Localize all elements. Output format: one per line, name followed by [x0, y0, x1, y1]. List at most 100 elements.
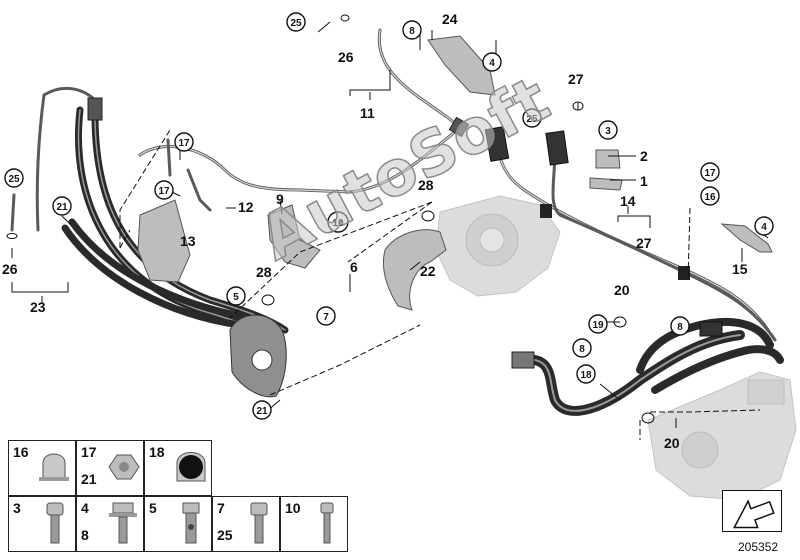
hex-nut-icon	[108, 454, 140, 480]
hex-socket-screw-icon	[250, 502, 268, 544]
legend-cell-17: 17 21	[76, 440, 144, 496]
fastener-legend: 16 17 21 18 3 4 8 5 7 25 10	[8, 440, 350, 554]
callout-16: 16	[700, 186, 720, 206]
arrow-icon	[733, 499, 775, 529]
ghost-steering-gear	[647, 371, 797, 501]
svg-text:17: 17	[704, 168, 716, 179]
legend-cell-16: 16	[8, 440, 76, 496]
document-id: 205352	[738, 540, 779, 554]
callout-21-bottom: 21	[252, 400, 272, 420]
clamp-1-2	[589, 149, 623, 191]
legend-num: 3	[13, 500, 21, 516]
label-24: 24	[442, 11, 458, 27]
callout-25-left: 25	[4, 168, 24, 188]
svg-text:18: 18	[580, 370, 592, 381]
callout-17-b: 17	[154, 180, 174, 200]
label-27a: 27	[568, 71, 584, 87]
bracket-24	[427, 35, 496, 96]
svg-text:10: 10	[332, 218, 344, 229]
label-15: 15	[732, 261, 748, 277]
callout-17-a: 17	[174, 132, 194, 152]
legend-num: 16	[13, 444, 29, 460]
callout-7: 7	[316, 306, 336, 326]
bracket-9	[267, 204, 321, 269]
svg-text:16: 16	[704, 192, 716, 203]
svg-text:17: 17	[158, 186, 170, 197]
legend-cell-5: 5	[144, 496, 212, 552]
screw-icon	[320, 502, 334, 544]
label-14: 14	[620, 193, 636, 209]
svg-text:7: 7	[323, 312, 329, 323]
label-23: 23	[30, 299, 46, 315]
bracket-22	[383, 229, 447, 311]
bracket-13	[137, 199, 191, 283]
legend-num: 21	[81, 471, 97, 487]
callout-8-top: 8	[402, 20, 422, 40]
svg-text:21: 21	[56, 202, 68, 213]
callout-8-lower: 8	[572, 338, 592, 358]
svg-text:4: 4	[761, 222, 767, 233]
label-28a: 28	[418, 177, 434, 193]
svg-text:21: 21	[256, 406, 268, 417]
bracket-lower-left	[229, 314, 287, 398]
lower-right-hoses	[511, 317, 784, 416]
svg-text:8: 8	[677, 322, 683, 333]
label-9: 9	[276, 191, 284, 207]
callout-18: 18	[576, 364, 596, 384]
svg-text:25: 25	[8, 174, 20, 185]
svg-text:19: 19	[592, 320, 604, 331]
socket-bolt-icon	[46, 502, 64, 544]
label-20b: 20	[664, 435, 680, 451]
legend-cell-4: 4 8	[76, 496, 144, 552]
callout-17-right: 17	[700, 162, 720, 182]
svg-text:5: 5	[233, 292, 239, 303]
callout-21-left: 21	[52, 196, 72, 216]
orientation-arrow	[722, 490, 782, 532]
svg-text:4: 4	[489, 58, 495, 69]
svg-text:8: 8	[409, 26, 415, 37]
label-12: 12	[238, 199, 254, 215]
legend-num: 8	[81, 527, 89, 543]
callout-4-top: 4	[482, 52, 502, 72]
legend-num: 18	[149, 444, 165, 460]
label-27b: 27	[636, 235, 652, 251]
callout-25-mid: 25	[522, 108, 542, 128]
label-1: 1	[640, 173, 648, 189]
svg-text:17: 17	[178, 138, 190, 149]
callout-10: 10	[327, 211, 349, 233]
label-26b: 26	[2, 261, 18, 277]
label-6: 6	[350, 259, 358, 275]
legend-cell-18: 18	[144, 440, 212, 496]
callout-8-right: 8	[670, 316, 690, 336]
legend-num: 25	[217, 527, 233, 543]
callout-4-right: 4	[754, 216, 774, 236]
leader-lines	[11, 21, 769, 428]
legend-num: 10	[285, 500, 301, 516]
right-pipe-assembly	[484, 126, 777, 342]
label-22: 22	[420, 263, 436, 279]
legend-cell-3: 3	[8, 496, 76, 552]
legend-num: 7	[217, 500, 225, 516]
label-13: 13	[180, 233, 196, 249]
callout-25-top: 25	[286, 12, 306, 32]
svg-text:25: 25	[526, 114, 538, 125]
callout-19: 19	[588, 314, 608, 334]
legend-num: 5	[149, 500, 157, 516]
label-26a: 26	[338, 49, 354, 65]
svg-text:3: 3	[605, 126, 611, 137]
rubber-clamp-icon	[176, 452, 206, 482]
banjo-bolt-icon	[182, 502, 200, 544]
label-11: 11	[360, 105, 375, 121]
callout-5: 5	[226, 286, 246, 306]
svg-text:8: 8	[579, 344, 585, 355]
label-28b: 28	[256, 264, 272, 280]
svg-text:25: 25	[290, 18, 302, 29]
ghost-pump	[435, 195, 561, 297]
clamp-icon	[39, 453, 69, 481]
label-20a: 20	[614, 282, 630, 298]
bracket-15	[720, 223, 773, 253]
legend-num: 4	[81, 500, 89, 516]
o-rings	[261, 14, 655, 424]
legend-cell-10: 10	[280, 496, 348, 552]
dashed-group-lines	[119, 129, 761, 440]
